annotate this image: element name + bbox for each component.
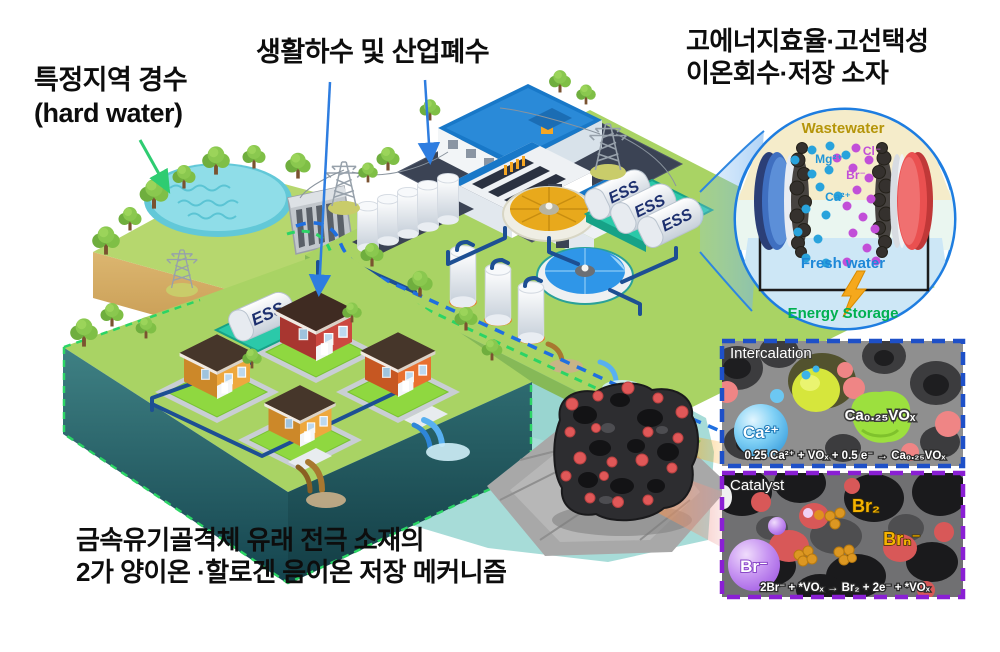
hard-water-title-line2: (hard water) — [34, 97, 183, 128]
br-ion-label: Br⁻ — [740, 557, 768, 576]
ion-label-cl: Cl⁻ — [863, 144, 881, 158]
ion-label-br: Br⁻ — [846, 168, 866, 182]
storage-cylinders — [352, 172, 474, 255]
discharge-outfall — [288, 448, 346, 508]
sewage-title: 생활하수 및 산업폐수 — [256, 36, 490, 69]
ca-ion-sphere — [734, 404, 788, 458]
brn-label: Brₙ⁻ — [883, 529, 921, 549]
device-inset: Mg²⁺ Cl⁻ Br⁻ Ca²⁺ Wastewater Fresh water… — [733, 107, 957, 331]
hard-water-title-line1: 특정지역 경수 — [34, 65, 188, 95]
br2-label: Br₂ — [852, 496, 880, 516]
product-label: Ca₀.₂₅VOₓ — [845, 407, 916, 424]
lake — [144, 163, 292, 237]
device-title-line2: 이온회수·저장 소자 — [686, 57, 889, 88]
sewage-arrow-factory — [417, 79, 441, 165]
catalyst-title: Catalyst — [730, 477, 785, 494]
catalyst-panel: Br⁻ Br₂ Brₙ⁻ Catalyst 2Br⁻ + *VOₓ → Br₂ … — [719, 470, 966, 600]
intercalation-panel: Ca²⁺ Ca₀.₂₅VOₓ Intercalation 0.25 Ca²⁺ +… — [719, 338, 966, 469]
fresh-water-label: Fresh water — [801, 255, 885, 272]
hard-water-arrow — [138, 139, 171, 194]
ess-station: ESS ESS ESS — [580, 164, 715, 252]
mechanism-title-line1: 금속유기골격체 유래 전극 소재의 — [76, 525, 425, 555]
circuit-wire — [758, 203, 930, 292]
wastewater-label: Wastewater — [802, 120, 885, 137]
catalyst-equation: 2Br⁻ + *VOₓ → Br₂ + 2e⁻ + *VOₓ — [760, 582, 931, 594]
power-pylon — [166, 249, 198, 297]
electrode-left — [754, 142, 812, 258]
device-title: 고에너지효율·고선택성 이온회수·저장 소자 — [686, 26, 929, 89]
anion-dots — [832, 143, 881, 267]
power-pylon — [325, 161, 363, 215]
mechanism-title-line2: 2가 양이온 ·할로겐 음이온 저장 메커니즘 — [76, 556, 507, 587]
mof-electrode-cube — [487, 381, 745, 560]
power-lines — [299, 107, 677, 199]
hard-water-title: 특정지역 경수 (hard water) — [34, 64, 188, 130]
lightning-bolt-icon — [841, 270, 868, 318]
ion-label-mg: Mg²⁺ — [815, 152, 843, 166]
clarifier-gold — [502, 186, 596, 242]
ess-tank: ESS — [633, 192, 709, 252]
intercalation-equation: 0.25 Ca²⁺ + VOₓ + 0.5 e⁻ → Ca₀.₂₅VOₓ — [744, 450, 946, 462]
sewage-title-line1: 생활하수 및 산업폐수 — [256, 37, 490, 67]
sewage-arrow-houses — [308, 81, 332, 297]
cation-dots — [790, 141, 851, 268]
flow-path-blue — [295, 221, 719, 432]
br-ion-sphere — [728, 539, 780, 591]
power-pylon — [588, 123, 628, 180]
device-title-line1: 고에너지효율·고선택성 — [686, 26, 929, 56]
settling-tanks — [449, 239, 545, 345]
ion-label-ca: Ca²⁺ — [825, 190, 851, 204]
intercalation-title: Intercalation — [730, 345, 812, 362]
ca-ion-label: Ca²⁺ — [743, 423, 779, 442]
energy-storage-label: Energy Storage — [788, 305, 899, 322]
discharge-outfall — [404, 406, 470, 461]
mechanism-title: 금속유기골격체 유래 전극 소재의 2가 양이온 ·할로겐 음이온 저장 메커니… — [76, 525, 507, 588]
region-outline-green — [62, 298, 533, 585]
electrode-right — [872, 142, 933, 258]
residential-island: ESS — [62, 243, 533, 585]
